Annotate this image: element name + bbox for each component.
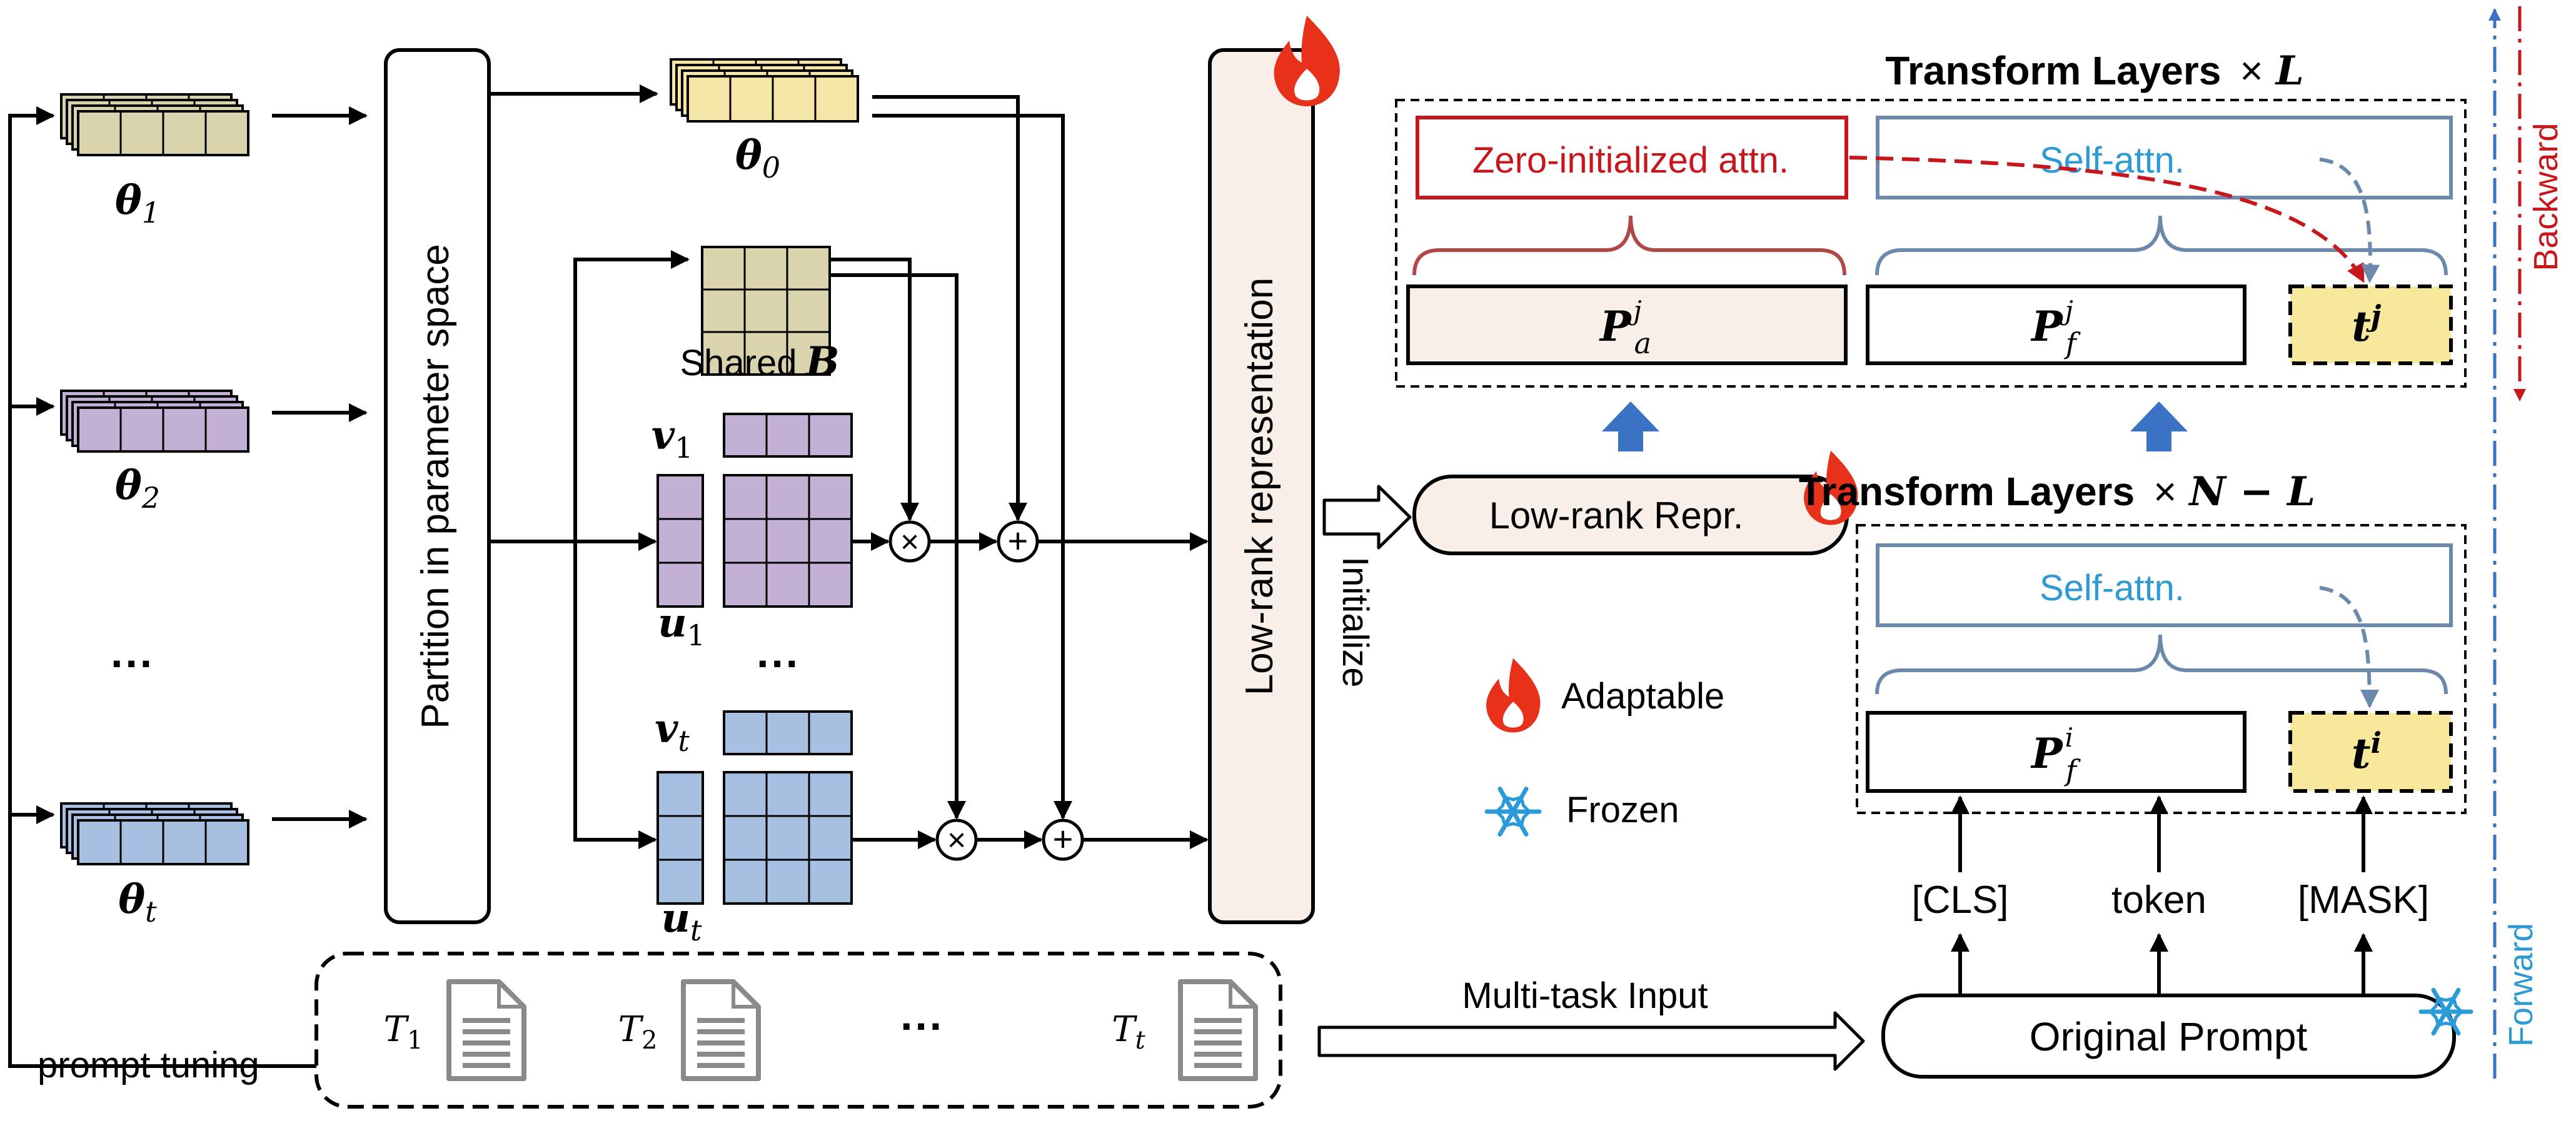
arrow-b-to-multt: [830, 273, 966, 820]
pf-j-box: [1866, 285, 2246, 365]
partition-box: [384, 48, 491, 924]
thetat-label: θt: [118, 876, 157, 929]
svg-text:×: ×: [947, 822, 966, 859]
ut-label: ut: [661, 895, 702, 947]
theta0-label: θ0: [735, 132, 780, 184]
prompt-snowflake-icon: [2418, 987, 2473, 1036]
taskt-low-rank-matrix: [723, 771, 853, 905]
arrow-partition-to-ut: [573, 541, 657, 849]
legend-adaptable-label: Adaptable: [1561, 676, 1724, 717]
u1-label: u1: [658, 600, 705, 652]
left-ellipsis: ···: [111, 639, 154, 688]
original-prompt-box: [1881, 994, 2456, 1079]
multitask-input-arrow: [1317, 1011, 1865, 1071]
lower-self-attn-to-ti-arrow: [2319, 586, 2379, 708]
theta1-label: θ1: [115, 177, 160, 229]
prompt-tuning-connector: [8, 106, 316, 1068]
pf-i-box: [1866, 711, 2246, 793]
upper-right-brace: [1875, 215, 2448, 276]
u1-vector: [657, 474, 704, 608]
multitask-input-label: Multi-task Input: [1462, 975, 1708, 1016]
task2-label: T2: [618, 1009, 658, 1055]
prompt-tuning-label: prompt tuning: [38, 1045, 259, 1085]
pa-j-box: [1406, 285, 1848, 365]
zero-initialized-attn-label: Zero-initialized attn.: [1472, 140, 1789, 181]
backward-label: Backward: [2527, 123, 2565, 271]
t-j-box: [2288, 285, 2453, 365]
vt-label: vt: [655, 705, 690, 758]
middle-ellipsis: ···: [757, 639, 800, 688]
svg-text:×: ×: [900, 524, 919, 560]
legend-frozen-label: Frozen: [1566, 790, 1679, 830]
lower-to-upper-arrow: [2130, 401, 2188, 451]
low-rank-representation-box: [1208, 48, 1315, 924]
legend-flame-icon: [1486, 658, 1541, 733]
task1-document-icon: [446, 979, 526, 1081]
vt-vector: [723, 710, 853, 755]
t-i-box: [2288, 711, 2453, 793]
repr-flame-icon: [1804, 450, 1858, 525]
token-label: token: [2111, 879, 2206, 922]
multiply-op-t: ×: [935, 818, 978, 861]
add-op-t: +: [1042, 818, 1084, 861]
zero-attn-to-tj-arrow: [1849, 156, 2365, 283]
theta1-parameter-stack: [60, 93, 249, 156]
zero-initialized-attn-box: [1416, 116, 1848, 199]
upper-block-dashed-frame: [1395, 99, 2467, 388]
ut-vector: [657, 771, 704, 905]
svg-text:+: +: [1008, 521, 1029, 560]
v1-label: v1: [652, 412, 693, 465]
theta2-parameter-stack: [60, 390, 249, 453]
upper-left-brace: [1412, 215, 1846, 276]
forward-label: Forward: [2502, 923, 2540, 1047]
arrow-partition-to-shared-b: [573, 250, 690, 541]
svg-text:+: +: [1053, 819, 1074, 859]
v1-vector: [723, 413, 853, 458]
adaptable-flame-icon: [1274, 16, 1340, 106]
legend-snowflake-icon: [1484, 787, 1542, 837]
shared-b-matrix: [701, 246, 831, 376]
original-prompt-label: Original Prompt: [2030, 1014, 2308, 1059]
initialize-arrow: [1322, 485, 1412, 550]
taskt-label: Tt: [1112, 1009, 1145, 1055]
t-j-label: tj: [2352, 299, 2382, 351]
lower-brace: [1875, 634, 2448, 695]
partition-label: Partition in parameter space: [414, 244, 457, 728]
taskt-document-icon: [1178, 979, 1258, 1081]
low-rank-repr-label: Low-rank Repr.: [1489, 495, 1744, 536]
initialize-label: Initialize: [1335, 556, 1376, 688]
arrow-theta0-to-add1: [872, 95, 1027, 521]
tasks-ellipsis: ···: [900, 1002, 944, 1050]
low-rank-representation-label: Low-rank representation: [1238, 278, 1281, 696]
t-i-label: ti: [2352, 726, 2382, 778]
task-documents-frame: [314, 952, 1282, 1109]
lower-block-title: Transform Layers×N − L: [1799, 468, 2315, 515]
thetat-parameter-stack: [60, 802, 249, 865]
lower-self-attn-label: Self-attn.: [2040, 568, 2185, 608]
cls-token-label: [CLS]: [1911, 879, 2008, 922]
repr-to-pa-arrow: [1602, 401, 1659, 451]
arrow-theta0-to-addt: [872, 114, 1072, 820]
mask-token-label: [MASK]: [2298, 879, 2429, 922]
theta0-parameter-stack: [670, 58, 859, 123]
task1-label: T1: [384, 1009, 423, 1055]
multiply-op-1: ×: [888, 520, 931, 563]
theta2-label: θ2: [115, 462, 160, 515]
upper-block-title: Transform Layers×L: [1885, 48, 2304, 94]
task2-document-icon: [681, 979, 761, 1081]
task1-low-rank-matrix: [723, 474, 853, 608]
add-op-1: +: [997, 520, 1039, 563]
arrow-b-to-mult1: [830, 258, 919, 521]
